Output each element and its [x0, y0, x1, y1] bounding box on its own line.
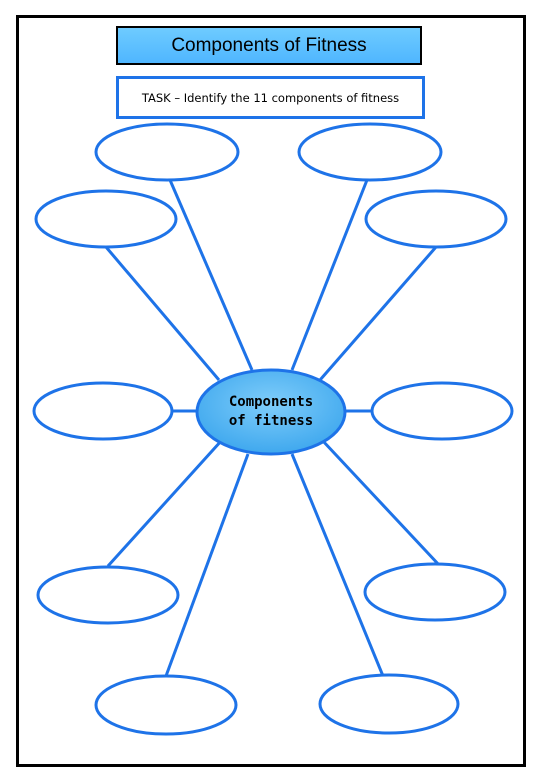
- connector-upper-left: [104, 246, 221, 381]
- worksheet-title: Components of Fitness: [116, 26, 422, 65]
- answer-bubble-lower-left[interactable]: [36, 565, 180, 625]
- answer-bubble-bottom-right[interactable]: [318, 673, 460, 735]
- task-text: TASK – Identify the 11 components of fit…: [141, 90, 400, 105]
- task-box: TASK – Identify the 11 components of fit…: [116, 76, 425, 119]
- connector-top-right: [290, 179, 369, 371]
- answer-bubble-lower-right[interactable]: [363, 562, 507, 622]
- answer-bubble-upper-right[interactable]: [364, 189, 508, 249]
- connector-upper-right: [318, 246, 438, 381]
- answer-bubble-top-right[interactable]: [297, 122, 443, 182]
- worksheet-title-text: Components of Fitness: [171, 34, 367, 56]
- connector-lines: [104, 179, 442, 677]
- connector-lower-right: [320, 438, 442, 568]
- answer-bubble-upper-left[interactable]: [34, 189, 178, 249]
- answer-bubble-middle-right[interactable]: [370, 381, 514, 441]
- connector-bottom-left: [164, 453, 250, 677]
- connector-bottom-right: [290, 453, 385, 677]
- answer-bubble-top-left[interactable]: [94, 122, 240, 182]
- center-hub-line-1: Components: [228, 394, 314, 410]
- answer-bubble-middle-left[interactable]: [32, 381, 174, 441]
- connector-lower-left: [106, 438, 224, 568]
- center-hub-line-2: of fitness: [228, 413, 314, 429]
- center-hub: [195, 368, 347, 456]
- connector-top-left: [168, 179, 254, 371]
- answer-bubble-bottom-left[interactable]: [94, 674, 238, 736]
- center-hub-label: Components of fitness: [198, 392, 344, 432]
